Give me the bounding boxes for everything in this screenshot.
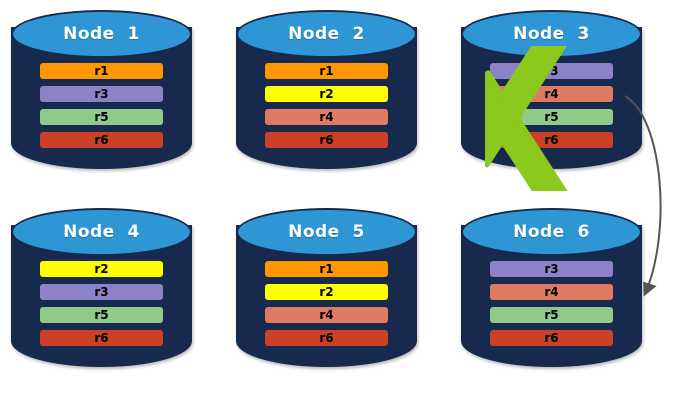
replica-list: r3 r4 r5 r6 [490, 261, 613, 353]
replica-bar[interactable]: r6 [490, 132, 613, 148]
replica-bar[interactable]: r6 [265, 330, 388, 346]
cylinder-top-ellipse [236, 208, 417, 256]
replica-list: r3 r4 r5 r6 [490, 63, 613, 155]
replica-bar[interactable]: r2 [265, 86, 388, 102]
node-label: Node 2 [288, 24, 365, 44]
replica-bar[interactable]: r4 [265, 109, 388, 125]
replica-bar[interactable]: r6 [490, 330, 613, 346]
node-label: Node 6 [513, 222, 590, 242]
replica-bar[interactable]: r3 [490, 63, 613, 79]
node-cylinder-1[interactable]: Node 1 r1 r3 r5 r6 [11, 10, 192, 186]
node-cylinder-5[interactable]: Node 5 r1 r2 r4 r6 [236, 208, 417, 384]
replica-bar[interactable]: r6 [265, 132, 388, 148]
cylinder-top-ellipse [461, 208, 642, 256]
replica-list: r1 r2 r4 r6 [265, 63, 388, 155]
cylinder-top-ellipse [236, 10, 417, 58]
node-cylinder-4[interactable]: Node 4 r2 r3 r5 r6 [11, 208, 192, 384]
node-label: Node 3 [513, 24, 590, 44]
replica-bar[interactable]: r1 [265, 63, 388, 79]
replica-bar[interactable]: r1 [40, 63, 163, 79]
node-label: Node 4 [63, 222, 140, 242]
node-cylinder-3[interactable]: Node 3 r3 r4 r5 r6 [461, 10, 642, 191]
replica-bar[interactable]: r3 [490, 261, 613, 277]
node-cylinder-2[interactable]: Node 2 r1 r2 r4 r6 [236, 10, 417, 186]
node-label: Node 5 [288, 222, 365, 242]
replica-bar[interactable]: r6 [40, 132, 163, 148]
replica-list: r1 r3 r5 r6 [40, 63, 163, 155]
replica-bar[interactable]: r4 [490, 86, 613, 102]
replica-bar[interactable]: r3 [40, 284, 163, 300]
replica-bar[interactable]: r6 [40, 330, 163, 346]
replica-bar[interactable]: r2 [40, 261, 163, 277]
node-cylinder-6[interactable]: Node 6 r3 r4 r5 r6 [461, 208, 642, 384]
node-label: Node 1 [63, 24, 140, 44]
replica-list: r1 r2 r4 r6 [265, 261, 388, 353]
replica-bar[interactable]: r2 [265, 284, 388, 300]
replica-bar[interactable]: r5 [40, 109, 163, 125]
cylinder-top-ellipse [11, 208, 192, 256]
replica-bar[interactable]: r4 [490, 284, 613, 300]
replica-bar[interactable]: r5 [490, 307, 613, 323]
replica-bar[interactable]: r5 [40, 307, 163, 323]
cylinder-top-ellipse [11, 10, 192, 58]
replica-bar[interactable]: r1 [265, 261, 388, 277]
replica-bar[interactable]: r3 [40, 86, 163, 102]
replica-bar[interactable]: r5 [490, 109, 613, 125]
replica-list: r2 r3 r5 r6 [40, 261, 163, 353]
replica-bar[interactable]: r4 [265, 307, 388, 323]
